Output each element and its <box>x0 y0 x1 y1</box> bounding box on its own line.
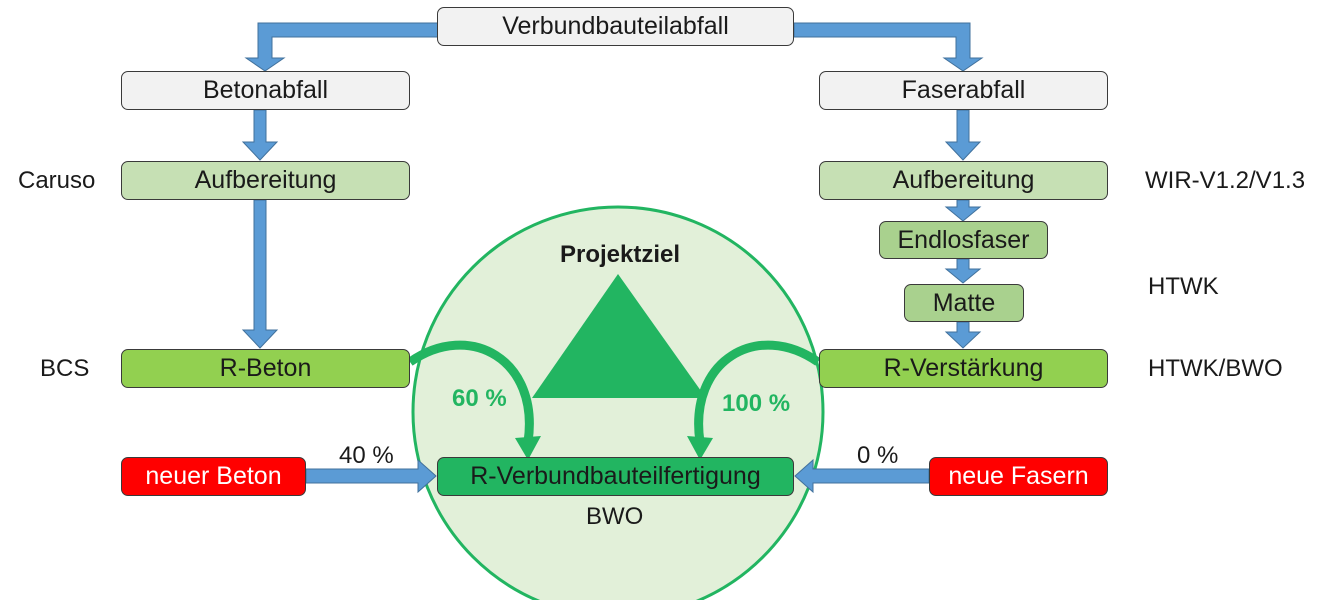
box-neuer-beton: neuer Beton <box>121 457 306 496</box>
box-r-verstaerkung: R-Verstärkung <box>819 349 1108 388</box>
goal-percent-left: 60 % <box>452 385 507 412</box>
partner-caruso: Caruso <box>18 167 96 194</box>
partner-htwk: HTWK <box>1148 273 1219 300</box>
arrow-aufbereitung-endlosfaser <box>944 199 982 222</box>
arrow-betonabfall-aufbereitung <box>241 109 279 161</box>
partner-bcs: BCS <box>40 355 90 382</box>
curved-arrow-right-head <box>687 436 713 460</box>
arrow-aufbereitung-rbeton <box>241 199 279 349</box>
input-percent-left: 40 % <box>339 442 394 469</box>
arrow-top-left <box>244 22 439 72</box>
box-neue-fasern: neue Fasern <box>929 457 1108 496</box>
partner-htwk-bwo: HTWK/BWO <box>1148 355 1283 382</box>
box-endlosfaser: Endlosfaser <box>879 221 1048 259</box>
project-goal-circle <box>411 205 825 600</box>
curved-arrow-left-head <box>515 436 541 460</box>
arrow-neuer-beton <box>305 458 437 494</box>
curved-arrow-right <box>694 340 821 443</box>
box-r-verbundbauteilfertigung: R-Verbundbauteilfertigung <box>437 457 794 496</box>
box-matte: Matte <box>904 284 1024 322</box>
arrow-endlosfaser-matte <box>944 258 982 284</box>
arrow-top-right <box>793 22 984 72</box>
partner-wir: WIR-V1.2/V1.3 <box>1145 167 1306 194</box>
curved-arrow-left <box>407 340 534 443</box>
goal-percent-right: 100 % <box>722 390 791 417</box>
partner-bwo: BWO <box>586 503 644 530</box>
arrow-matte-rverstaerkung <box>944 321 982 349</box>
box-aufbereitung-left: Aufbereitung <box>121 161 410 200</box>
project-goal-title: Projektziel <box>560 241 681 268</box>
box-verbundbauteilabfall: Verbundbauteilabfall <box>437 7 794 46</box>
arrow-faserabfall-aufbereitung <box>944 109 982 161</box>
input-percent-right: 0 % <box>857 442 899 469</box>
box-r-beton: R-Beton <box>121 349 410 388</box>
box-aufbereitung-right: Aufbereitung <box>819 161 1108 200</box>
project-goal-triangle <box>532 274 706 398</box>
box-faserabfall: Faserabfall <box>819 71 1108 110</box>
arrow-neue-fasern <box>794 458 930 494</box>
box-betonabfall: Betonabfall <box>121 71 410 110</box>
